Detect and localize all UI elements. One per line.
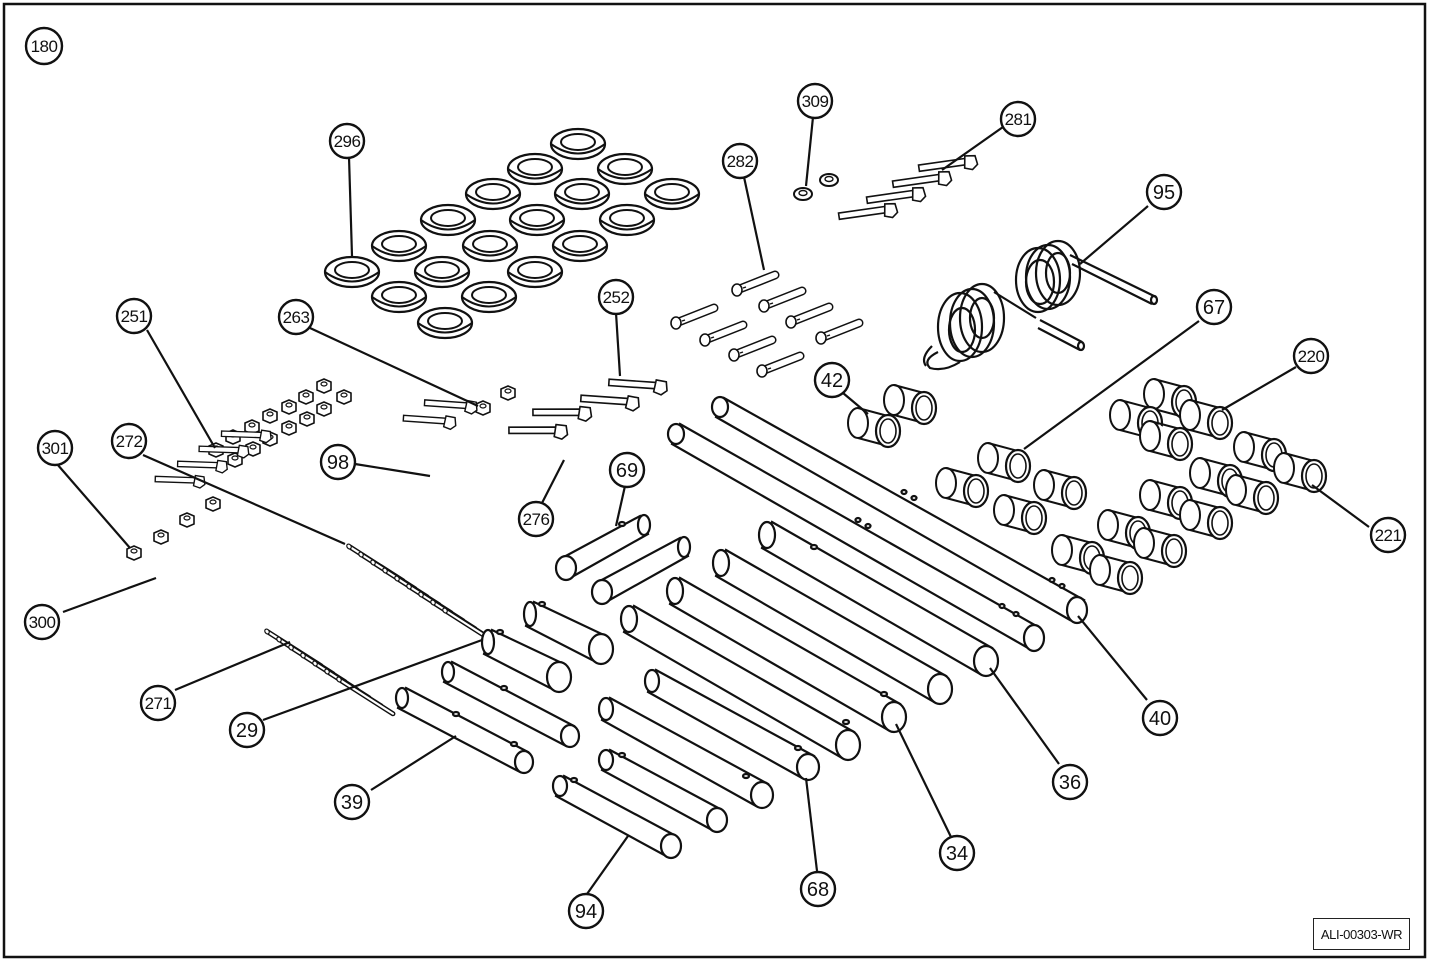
callout-98: 98 [319,443,357,481]
leader-lines [56,116,1370,895]
svg-text:309: 309 [802,92,829,111]
svg-text:67: 67 [1203,297,1225,319]
callout-281: 281 [999,100,1037,138]
callout-272: 272 [110,422,148,460]
svg-text:40: 40 [1149,708,1171,730]
svg-text:29: 29 [236,720,258,742]
callout-276: 276 [517,500,555,538]
callout-94: 94 [567,892,605,930]
callout-40: 40 [1141,699,1179,737]
svg-text:263: 263 [283,308,310,327]
document-code: ALI-00303-WR [1313,918,1410,950]
callout-301: 301 [36,429,74,467]
svg-text:98: 98 [327,452,349,474]
callout-42: 42 [813,361,851,399]
svg-text:296: 296 [334,132,361,151]
pins [394,395,1089,860]
callout-300: 300 [23,603,61,641]
svg-text:36: 36 [1059,772,1081,794]
bolts-252-276 [506,360,671,452]
callout-221: 221 [1369,516,1407,554]
spring-pins-272 [346,530,499,660]
svg-text:251: 251 [121,307,148,326]
svg-text:42: 42 [821,370,843,392]
callout-sheet: 180 [24,26,64,66]
callout-69: 69 [608,451,646,489]
svg-text:39: 39 [341,792,363,814]
svg-text:301: 301 [42,439,69,458]
svg-text:300: 300 [29,613,56,632]
callout-252: 252 [597,278,635,316]
svg-text:69: 69 [616,460,638,482]
callout-296: 296 [328,122,366,160]
callout-309: 309 [796,82,834,120]
callout-34: 34 [938,834,976,872]
callout-67: 67 [1195,288,1233,326]
callout-263: 263 [277,298,315,336]
svg-text:221: 221 [1375,526,1402,545]
callout-271: 271 [139,684,177,722]
callout-29: 29 [228,711,266,749]
svg-text:252: 252 [603,288,630,307]
svg-text:34: 34 [946,843,968,865]
nuts-bolts-300-301 [126,415,275,561]
svg-text:68: 68 [807,879,829,901]
washer-group [323,127,701,340]
sheet-number: 180 [31,37,58,56]
torsion-springs [922,239,1159,371]
callout-282: 282 [721,142,759,180]
callout-220: 220 [1292,337,1330,375]
bolts-98 [400,383,481,441]
small-washers [793,173,839,201]
svg-text:282: 282 [727,152,754,171]
callout-39: 39 [333,783,371,821]
svg-text:95: 95 [1153,182,1175,204]
svg-text:94: 94 [575,901,597,923]
svg-text:272: 272 [116,432,143,451]
svg-text:281: 281 [1005,110,1032,129]
bushings-220-221 [1050,377,1328,601]
svg-text:220: 220 [1298,347,1325,366]
nuts-263 [475,385,516,416]
bushings-67 [934,441,1088,541]
callout-68: 68 [799,870,837,908]
callout-251: 251 [115,297,153,335]
svg-text:271: 271 [145,694,172,713]
cap-screws-282 [671,275,859,377]
bushings-42 [846,383,938,454]
svg-text:276: 276 [523,510,550,529]
callout-95: 95 [1145,173,1183,211]
callouts: 180 296 309 281 282 95 252 263 251 67 42… [23,26,1407,930]
callout-36: 36 [1051,763,1089,801]
